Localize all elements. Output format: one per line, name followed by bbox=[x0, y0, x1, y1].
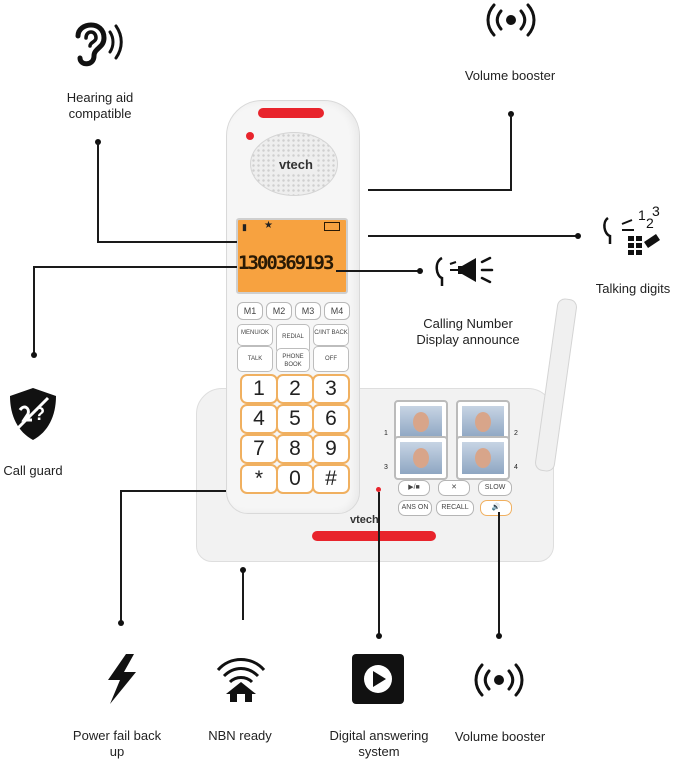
play-stop-button[interactable]: ▶/■ bbox=[398, 480, 430, 496]
phonebook-key[interactable]: PHONE BOOK bbox=[276, 348, 310, 372]
photo-slot-num-1: 1 bbox=[384, 430, 388, 437]
key-0[interactable]: 0 bbox=[276, 464, 314, 494]
key-6[interactable]: 6 bbox=[312, 404, 350, 434]
power-fail-label: Power fail back up bbox=[72, 728, 162, 759]
key-hash[interactable]: # bbox=[312, 464, 350, 494]
key-7[interactable]: 7 bbox=[240, 434, 278, 464]
lcd-number: 1300369193 bbox=[238, 252, 334, 274]
photo-slot-num-3: 3 bbox=[384, 464, 388, 471]
callout-line bbox=[33, 266, 237, 268]
wifi-home-icon bbox=[216, 658, 266, 702]
talk-key[interactable]: TALK bbox=[237, 346, 273, 372]
ans-on-button[interactable]: ANS ON bbox=[398, 500, 432, 516]
callout-dot-callguard bbox=[31, 352, 37, 358]
callout-dot-nbn bbox=[240, 567, 246, 573]
handset-red-led bbox=[246, 132, 254, 140]
svg-text:1: 1 bbox=[638, 207, 646, 223]
callout-line bbox=[97, 241, 237, 243]
key-9[interactable]: 9 bbox=[312, 434, 350, 464]
nbn-label: NBN ready bbox=[208, 728, 272, 743]
callout-line bbox=[120, 490, 226, 492]
callout-dot-answering bbox=[376, 633, 382, 639]
volume-booster-top-label: Volume booster bbox=[464, 68, 556, 83]
ear-icon bbox=[75, 22, 123, 67]
volume-button[interactable]: 🔊 bbox=[480, 500, 512, 516]
svg-text:?: ? bbox=[34, 404, 45, 424]
lightning-icon bbox=[108, 654, 136, 704]
base-antenna bbox=[533, 297, 579, 473]
volume-booster-icon bbox=[486, 3, 536, 37]
memory-key-m4[interactable]: M4 bbox=[324, 302, 350, 320]
talking-digits-icon: 1 2 3 bbox=[603, 203, 660, 255]
photo-slot-num-2: 2 bbox=[514, 430, 518, 437]
callout-line bbox=[498, 512, 500, 636]
slow-button[interactable]: SLOW bbox=[478, 480, 512, 496]
key-4[interactable]: 4 bbox=[240, 404, 278, 434]
talking-digits-label: Talking digits bbox=[595, 281, 671, 296]
callout-line bbox=[368, 189, 512, 191]
base-red-strip bbox=[312, 531, 436, 541]
battery-icon bbox=[324, 222, 340, 231]
callout-dot-talking bbox=[575, 233, 581, 239]
key-3[interactable]: 3 bbox=[312, 374, 350, 404]
callout-dot-power bbox=[118, 620, 124, 626]
menu-ok-key[interactable]: MENU/OK bbox=[237, 324, 273, 346]
handset-red-top bbox=[258, 108, 324, 118]
callout-line bbox=[368, 235, 578, 237]
svg-text:2: 2 bbox=[646, 215, 654, 231]
key-1[interactable]: 1 bbox=[240, 374, 278, 404]
off-key[interactable]: OFF bbox=[313, 346, 349, 372]
memory-key-m3[interactable]: M3 bbox=[295, 302, 321, 320]
callout-dot-volume-bottom bbox=[496, 633, 502, 639]
base-red-led bbox=[376, 487, 381, 492]
callout-line bbox=[97, 142, 99, 242]
caller-announce-icon bbox=[435, 256, 494, 286]
key-star[interactable]: * bbox=[240, 464, 278, 494]
callout-dot-calling bbox=[417, 268, 423, 274]
cint-back-key[interactable]: C/INT BACK bbox=[313, 324, 349, 346]
key-5[interactable]: 5 bbox=[276, 404, 314, 434]
svg-text:3: 3 bbox=[652, 203, 660, 219]
callout-line bbox=[33, 266, 35, 354]
callout-line bbox=[120, 490, 122, 622]
callout-line bbox=[242, 570, 244, 620]
recall-button[interactable]: RECALL bbox=[436, 500, 474, 516]
key-8[interactable]: 8 bbox=[276, 434, 314, 464]
key-2[interactable]: 2 bbox=[276, 374, 314, 404]
signal-icon: ▮ bbox=[242, 222, 247, 232]
memory-key-m1[interactable]: M1 bbox=[237, 302, 263, 320]
memory-key-m2[interactable]: M2 bbox=[266, 302, 292, 320]
photo-slot-num-4: 4 bbox=[514, 464, 518, 471]
call-guard-shield-icon: ? bbox=[10, 388, 56, 440]
handset-brand: vtech bbox=[276, 157, 316, 172]
play-icon bbox=[352, 654, 404, 704]
photo-key-4[interactable] bbox=[456, 436, 510, 480]
call-guard-label: Call guard bbox=[3, 463, 63, 478]
callout-line bbox=[510, 114, 512, 191]
volume-booster-bottom-icon bbox=[474, 663, 524, 697]
photo-key-3[interactable] bbox=[394, 436, 448, 480]
volume-booster-bottom-label: Volume booster bbox=[454, 729, 546, 744]
base-brand: vtech bbox=[350, 514, 379, 526]
delete-button[interactable]: ✕ bbox=[438, 480, 470, 496]
callout-line bbox=[378, 492, 380, 636]
callout-line bbox=[336, 270, 420, 272]
calling-number-label: Calling Number Display announce bbox=[416, 316, 520, 347]
answering-label: Digital answering system bbox=[329, 728, 429, 759]
hearing-aid-label: Hearing aid compatible bbox=[66, 90, 134, 121]
star-icon: ★ bbox=[264, 220, 273, 231]
